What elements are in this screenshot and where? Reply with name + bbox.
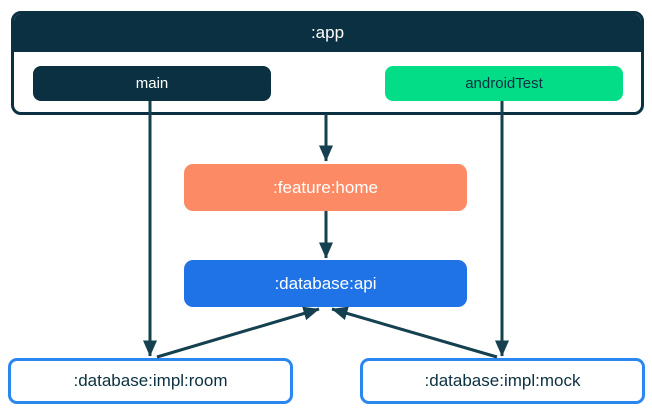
node-main-label: main: [135, 75, 169, 92]
edge-database-impl-room-to-database-api: [156, 306, 320, 359]
node-main-sourceset: main: [33, 66, 271, 101]
node-database-impl-mock-label: :database:impl:mock: [424, 371, 581, 390]
node-androidtest-label: androidTest: [465, 75, 543, 92]
edge-database-impl-mock-to-database-api: [331, 306, 498, 359]
node-database-api-label: :database:api: [274, 273, 377, 293]
node-app-label: :app: [310, 23, 345, 42]
node-feature-home: :feature:home: [184, 164, 467, 211]
node-database-api: :database:api: [184, 260, 467, 307]
node-database-impl-room-label: :database:impl:room: [73, 371, 228, 390]
node-app-header: :app: [14, 14, 641, 52]
node-database-impl-room: :database:impl:room: [8, 358, 293, 404]
node-androidtest-sourceset: androidTest: [385, 66, 623, 101]
node-database-impl-mock: :database:impl:mock: [360, 358, 645, 404]
node-feature-home-label: :feature:home: [273, 177, 378, 197]
